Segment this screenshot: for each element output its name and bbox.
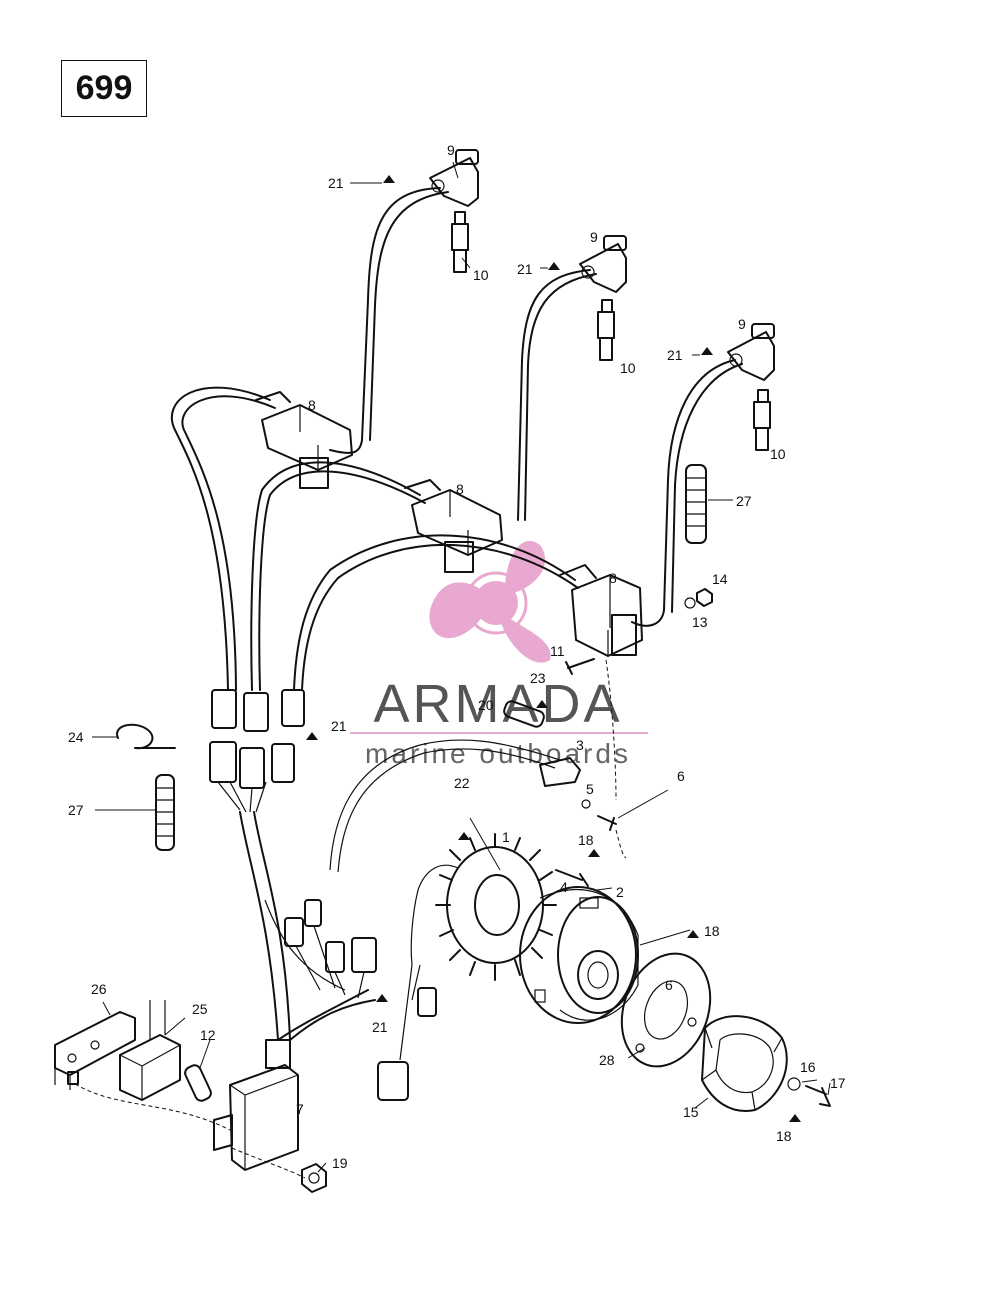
spark-plug-2 xyxy=(597,299,615,361)
callout-23: 23 xyxy=(530,670,546,686)
callout-9-c: 9 xyxy=(738,316,746,332)
callout-9-b: 9 xyxy=(590,229,598,245)
timing-sensor xyxy=(539,757,581,787)
callout-21-b: 21 xyxy=(517,261,533,277)
ignition-coil-1 xyxy=(255,391,353,489)
ground-wire xyxy=(605,659,627,859)
stator xyxy=(377,833,557,1101)
callout-25: 25 xyxy=(192,1001,208,1017)
callout-26: 26 xyxy=(91,981,107,997)
sleeve-27-a xyxy=(685,464,707,544)
callout-19: 19 xyxy=(332,1155,348,1171)
callout-5: 5 xyxy=(586,781,594,797)
callout-labels: 9 21 10 9 21 10 9 21 10 8 8 8 27 14 13 1… xyxy=(68,142,846,1171)
callout-20: 20 xyxy=(478,697,494,713)
wiring-harness xyxy=(239,739,561,1041)
ignition-coil-3 xyxy=(559,564,643,657)
nut-14 xyxy=(696,588,713,607)
callout-17: 17 xyxy=(830,1075,846,1091)
cdi-module xyxy=(213,1039,299,1171)
trigger-plate xyxy=(620,952,712,1068)
callout-1: 1 xyxy=(502,829,510,845)
cap-21-a xyxy=(383,175,395,183)
callout-11: 11 xyxy=(550,643,565,659)
cap-18-c xyxy=(789,1114,801,1122)
screw-11 xyxy=(565,658,595,675)
tie-strap-24 xyxy=(116,723,176,750)
page-number-box: 699 xyxy=(61,60,147,117)
ring-gear-cover xyxy=(701,1015,788,1112)
callout-10-c: 10 xyxy=(770,446,786,462)
spark-plug-cap-1 xyxy=(429,149,479,207)
callout-10-a: 10 xyxy=(473,267,489,283)
washer-16 xyxy=(787,1077,801,1091)
callout-6-b: 6 xyxy=(665,977,673,993)
cap-18-b xyxy=(687,930,699,938)
cap-18-a xyxy=(588,849,600,857)
callout-9-a: 9 xyxy=(447,142,455,158)
propeller-logo-icon xyxy=(429,541,551,663)
callout-8-a: 8 xyxy=(308,397,316,413)
callout-14: 14 xyxy=(712,571,728,587)
callout-27-a: 27 xyxy=(736,493,752,509)
page-number: 699 xyxy=(75,69,133,107)
small-hardware xyxy=(116,175,831,1122)
callout-3: 3 xyxy=(576,737,584,753)
watermark-brand: ARMADA xyxy=(373,674,622,734)
callout-2: 2 xyxy=(616,884,624,900)
voltage-regulator xyxy=(119,1000,181,1101)
sleeve xyxy=(184,1064,212,1102)
washer-5 xyxy=(581,799,591,809)
bracket xyxy=(54,1011,136,1090)
cap-23 xyxy=(536,700,548,708)
callout-22: 22 xyxy=(454,775,470,791)
screw-4 xyxy=(555,869,589,887)
bolt-17 xyxy=(805,1085,831,1107)
spark-plug-1 xyxy=(451,211,469,273)
sleeve-20 xyxy=(503,700,545,728)
mount-dashline-1 xyxy=(74,1083,231,1131)
callout-18-c: 18 xyxy=(776,1128,792,1144)
callout-13: 13 xyxy=(692,614,708,630)
callout-18-b: 18 xyxy=(704,923,720,939)
cap-21-b xyxy=(548,262,560,270)
spark-plug-cap-3 xyxy=(727,323,775,381)
callout-4: 4 xyxy=(560,879,568,895)
callout-27-b: 27 xyxy=(68,802,84,818)
flywheel xyxy=(519,886,639,1024)
watermark-tagline: marine outboards xyxy=(365,738,631,769)
cap-21-c xyxy=(701,347,713,355)
callout-10-b: 10 xyxy=(620,360,636,376)
cap-22 xyxy=(458,832,470,840)
callout-21-a: 21 xyxy=(328,175,344,191)
washer-13 xyxy=(684,597,696,609)
callout-8-c: 8 xyxy=(609,570,617,586)
callout-12: 12 xyxy=(200,1027,216,1043)
callout-21-c: 21 xyxy=(667,347,683,363)
callout-18-a: 18 xyxy=(578,832,594,848)
armada-watermark: ARMADA marine outboards xyxy=(350,541,648,769)
mount-dashline-2 xyxy=(231,1147,306,1179)
nut-19 xyxy=(301,1163,327,1193)
callout-28: 28 xyxy=(599,1052,615,1068)
callout-24: 24 xyxy=(68,729,84,745)
callout-21-d: 21 xyxy=(331,718,347,734)
callout-15: 15 xyxy=(683,1104,699,1120)
callout-21-e: 21 xyxy=(372,1019,388,1035)
connector-block xyxy=(209,689,305,813)
high-tension-leads xyxy=(170,187,743,691)
cap-21-e xyxy=(376,994,388,1002)
spark-plug-3 xyxy=(753,389,771,451)
callout-6-a: 6 xyxy=(677,768,685,784)
callout-8-b: 8 xyxy=(456,481,464,497)
callout-16: 16 xyxy=(800,1059,816,1075)
leader-lines xyxy=(92,161,831,1173)
callout-7: 7 xyxy=(296,1101,304,1117)
ignition-coil-2 xyxy=(404,479,503,573)
spark-plug-cap-2 xyxy=(579,235,627,293)
screw-6 xyxy=(597,815,617,831)
cap-21-d xyxy=(306,732,318,740)
